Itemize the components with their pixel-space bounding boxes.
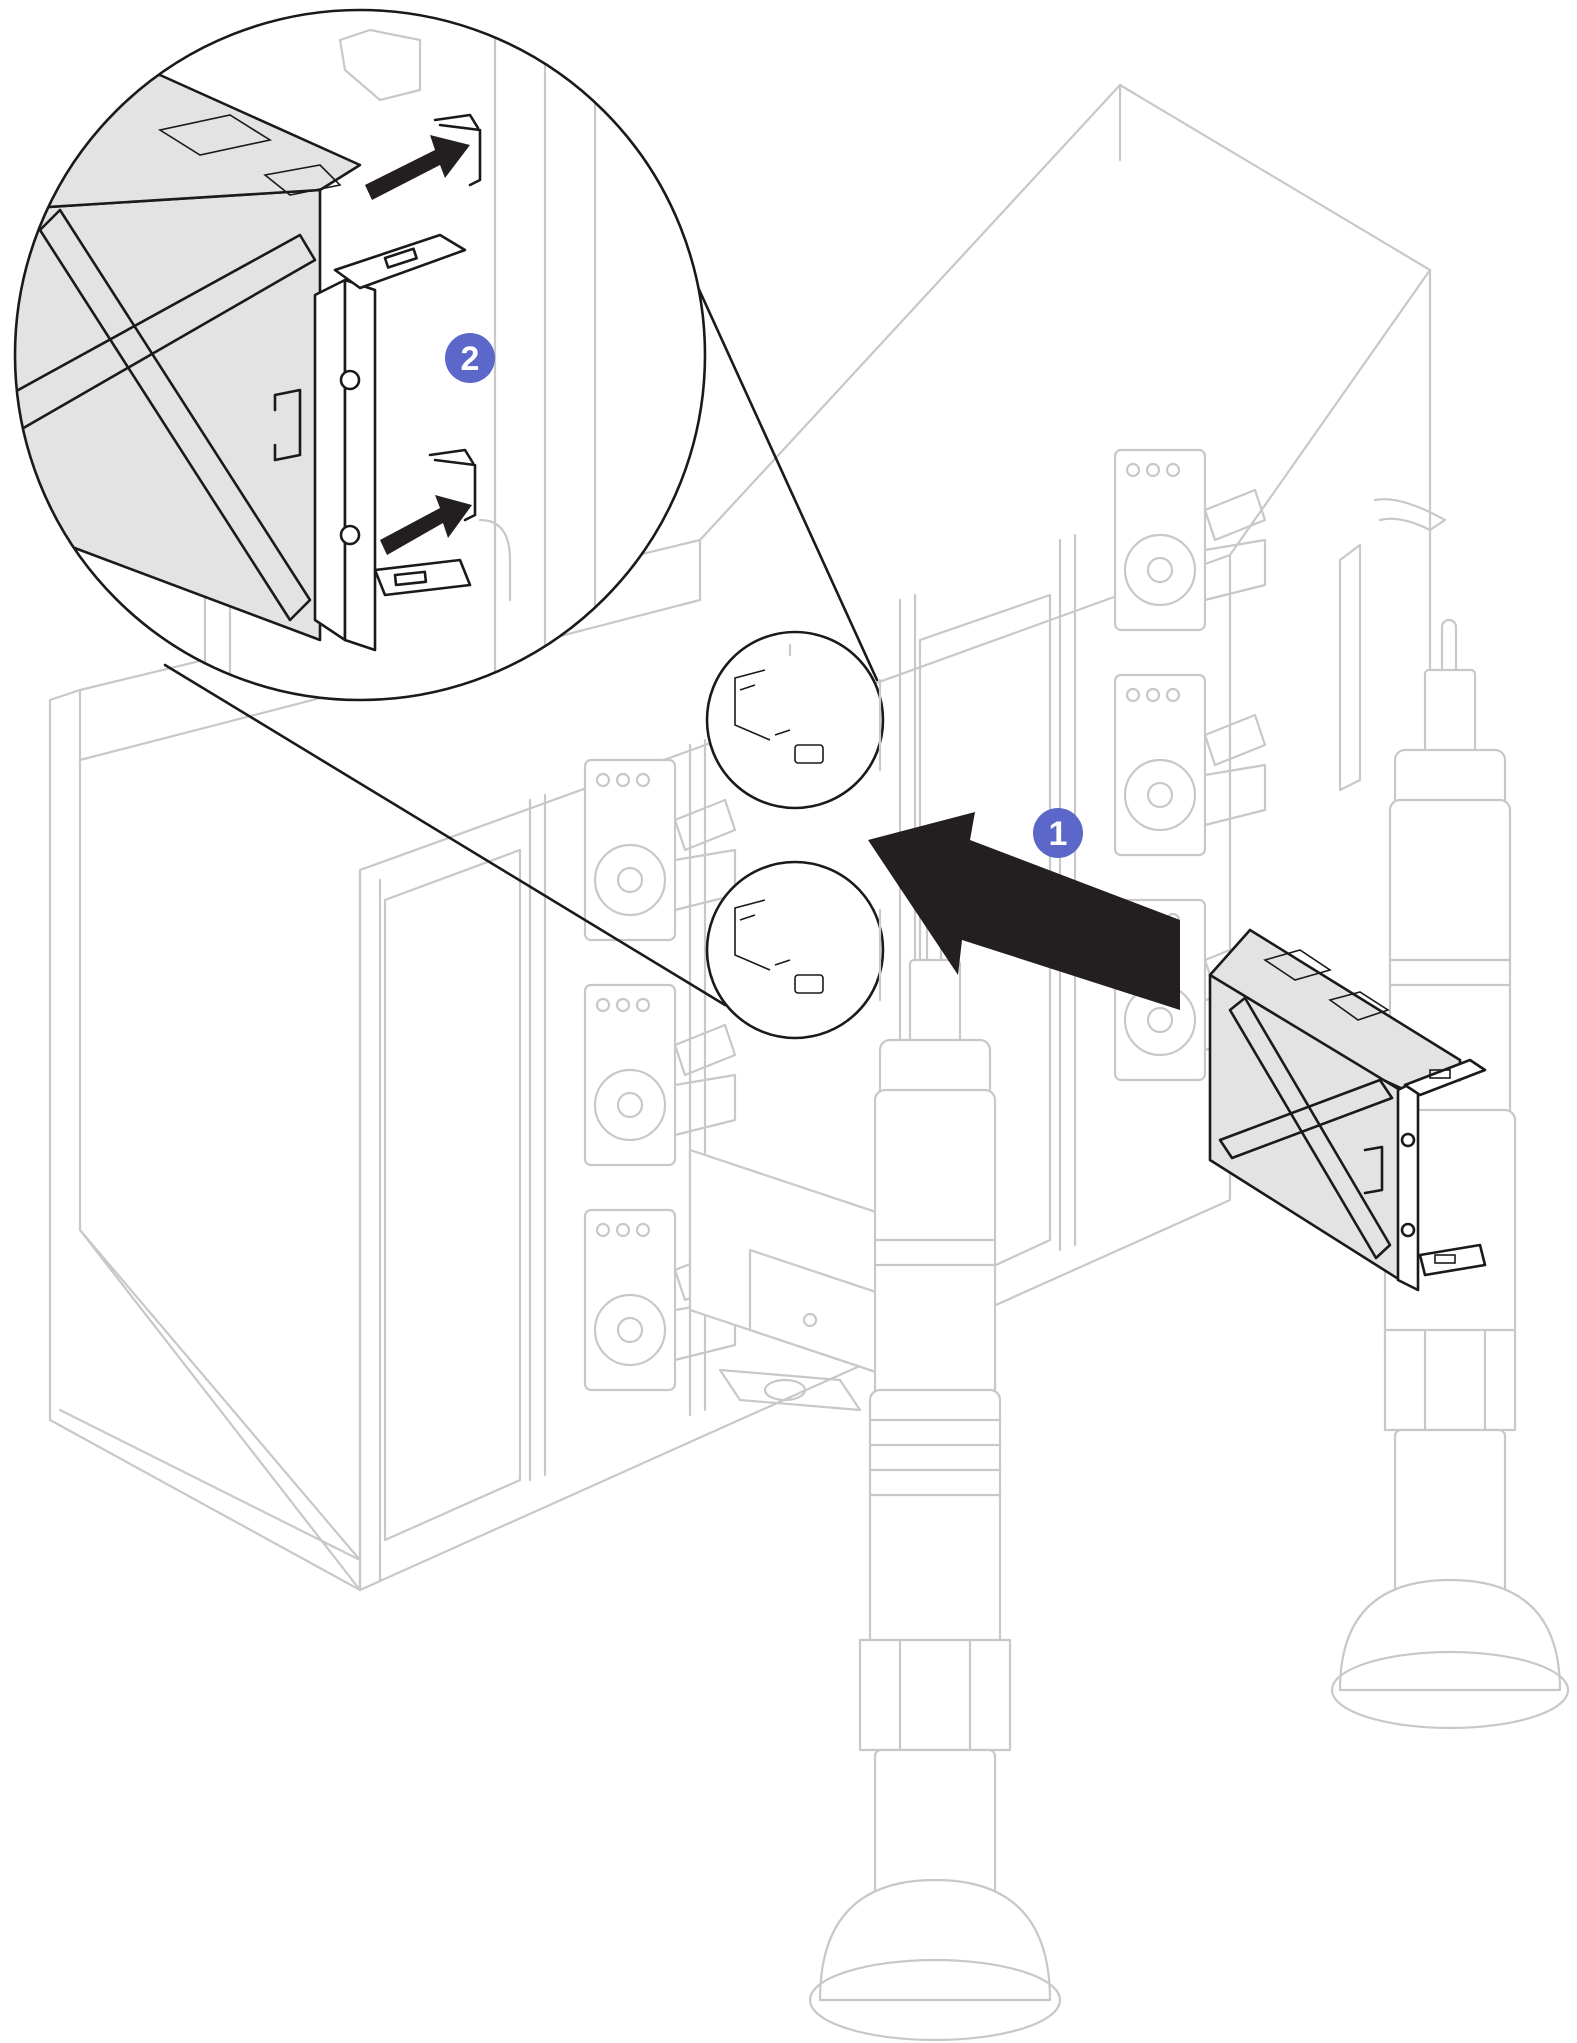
callout-1-label: 1 (1049, 815, 1068, 853)
latch-detail-circle-lower (705, 860, 885, 1040)
water-pipe-right (1330, 618, 1570, 1730)
insertion-arrow (868, 812, 1180, 1010)
power-supply-column-left (583, 758, 737, 1392)
callout-2-badge (445, 333, 495, 383)
callout-1: 1 (1033, 808, 1083, 858)
callout-2: 2 (445, 333, 495, 383)
callout-1-badge (1033, 808, 1083, 858)
callout-2-label: 2 (461, 340, 480, 378)
water-pipe-left (808, 908, 1062, 2042)
filler-plate (1208, 928, 1487, 1292)
manifold-bracket (688, 1148, 902, 1412)
latch-detail-circle-upper (705, 630, 885, 810)
